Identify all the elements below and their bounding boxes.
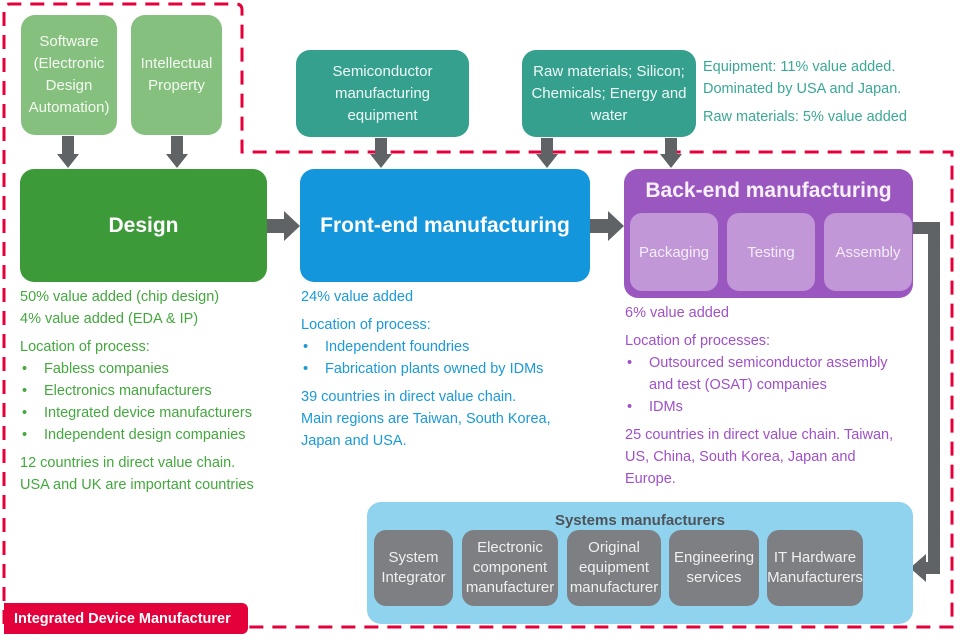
design-countries: 12 countries in direct value chain. [20,455,236,471]
raw-materials-value-note: Raw materials: 5% value added [703,109,907,125]
arrow-equipment-to-front [370,138,392,168]
design-title: Design [108,213,179,237]
back-end-countries: 25 countries in direct value chain. Taiw… [625,427,894,487]
testing-box: Testing [727,213,815,291]
eda-label: Software (Electronic Design Automation) [28,33,110,116]
front-end-regions-cont: Japan and USA. [301,433,407,449]
idm-label: Integrated Device Manufacturer [4,603,248,634]
back-end-location-label: Location of processes: [625,333,771,349]
back-end-notes: 6% value added Location of processes: Ou… [625,302,905,490]
design-countries-note: USA and UK are important countries [20,477,254,493]
arrow-raw-to-front [536,138,558,168]
packaging-label: Packaging [638,243,710,261]
assembly-box: Assembly [824,213,912,291]
system-item: System Integrator [374,530,453,606]
back-end-locations: Outsourced semiconductor assembly and te… [625,352,905,418]
ip-label: Intellectual Property [140,55,213,94]
system-item: Electronic component manufacturer [462,530,558,606]
system-item-label: Electronic component manufacturer [465,539,555,596]
system-item-label: Original equipment manufacturer [569,539,659,596]
arrow-design-to-front [266,211,300,241]
systems-manufacturers-box: Systems manufacturers System Integrator … [367,502,913,624]
raw-materials-label: Raw materials; Silicon; Chemicals; Energ… [531,62,687,124]
idm-boundary [2,2,954,629]
back-end-stage-box: Back-end manufacturing Packaging Testing… [624,169,913,298]
back-end-location-item: IDMs [625,396,905,418]
design-location-item: Fabless companies [20,358,254,380]
front-end-locations: Independent foundries Fabrication plants… [301,336,601,380]
arrow-front-to-back [590,211,624,241]
equipment-label: Semiconductor manufacturing equipment [332,62,433,124]
equipment-dominance-note: Dominated by USA and Japan. [703,81,902,97]
design-location-item: Independent design companies [20,424,254,446]
eda-box: Software (Electronic Design Automation) [21,15,117,135]
equipment-value-note: Equipment: 11% value added. [703,59,896,75]
front-end-value: 24% value added [301,289,414,305]
design-notes: 50% value added (chip design) 4% value a… [20,286,254,496]
front-end-title: Front-end manufacturing [320,213,570,237]
back-end-value: 6% value added [625,305,729,321]
system-item: Original equipment manufacturer [567,530,661,606]
back-end-location-item: Outsourced semiconductor assembly and te… [625,352,905,396]
ip-box: Intellectual Property [131,15,222,135]
front-end-notes: 24% value added Location of process: Ind… [301,286,601,452]
arrow-ip-to-design [166,136,188,168]
design-locations: Fabless companies Electronics manufactur… [20,358,254,446]
front-end-location-label: Location of process: [301,317,431,333]
system-item-label: Engineering services [673,549,755,586]
design-value-eda-ip: 4% value added (EDA & IP) [20,311,199,327]
front-end-countries: 39 countries in direct value chain. [301,389,517,405]
idm-label-text: Integrated Device Manufacturer [14,610,231,627]
arrow-raw-to-back [660,138,682,168]
testing-label: Testing [747,243,795,261]
arrow-eda-to-design [57,136,79,168]
assembly-label: Assembly [835,243,901,261]
arrow-back-to-systems [910,222,940,582]
design-stage-box: Design [20,169,267,282]
system-item: IT Hardware Manufacturers [767,530,863,606]
design-location-item: Electronics manufacturers [20,380,254,402]
systems-title: Systems manufacturers [554,512,726,529]
design-value-chip: 50% value added (chip design) [20,289,220,305]
raw-materials-box: Raw materials; Silicon; Chemicals; Energ… [522,50,696,137]
equipment-box: Semiconductor manufacturing equipment [296,50,469,137]
system-item-label: IT Hardware Manufacturers [767,549,863,586]
back-end-title: Back-end manufacturing [645,179,892,202]
system-item-label: System Integrator [381,549,446,586]
system-item: Engineering services [669,530,759,606]
front-end-location-item: Independent foundries [301,336,601,358]
packaging-box: Packaging [630,213,718,291]
front-end-location-item: Fabrication plants owned by IDMs [301,358,601,380]
top-notes: Equipment: 11% value added. Dominated by… [703,56,907,128]
front-end-regions: Main regions are Taiwan, South Korea, [301,411,551,427]
front-end-stage-box: Front-end manufacturing [300,169,590,282]
design-location-item: Integrated device manufacturers [20,402,254,424]
design-location-label: Location of process: [20,339,150,355]
